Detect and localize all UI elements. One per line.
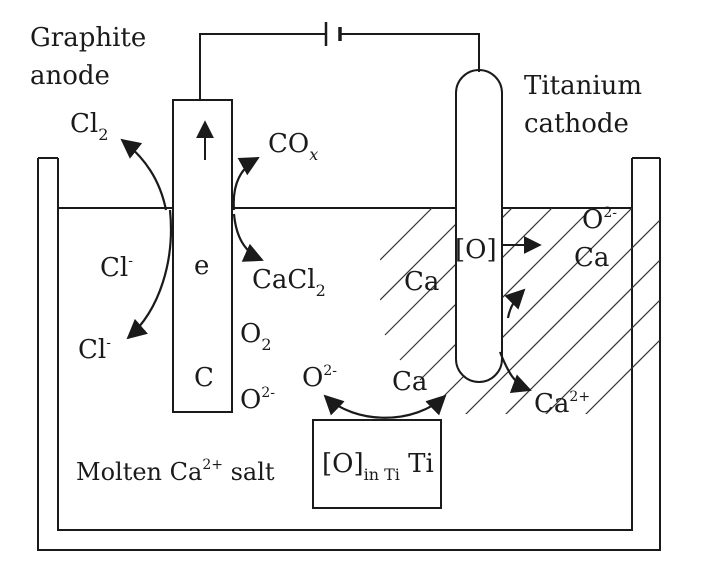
vessel-outer-wall [37,158,661,551]
titanium-cathode [455,69,503,383]
cox-evolution-arrow [232,157,260,211]
cathode-label-line2: cathode [524,109,629,139]
calcium-redissolve-arrow [504,288,526,319]
electron-label: e [194,251,209,281]
oxide-ion-center-label: O2- [302,363,337,393]
chloride-upper-label: Cl- [100,253,133,283]
cl2-label: Cl2 [70,109,108,144]
calcium-right-label: Ca [574,243,609,273]
chloride-lower-label: Cl- [78,335,111,365]
calcium-ion-label: Ca2+ [534,389,590,419]
chloride-transport-arrow [126,209,172,340]
ca2plus-arrow [498,351,532,394]
ore-box-label: [O]in Ti Ti [322,449,434,484]
molten-salt-label: Molten Ca2+ salt [76,457,275,486]
calcium-center-label: Ca [392,367,427,397]
anode-label-line2: anode [30,61,110,91]
cacl2-label: CaCl2 [252,265,326,300]
oxide-ion-anode-label: O2- [240,385,275,415]
cathode-label-line1: Titanium [524,71,642,101]
cl2-evolution-arrow [120,138,168,211]
oxygen-in-cathode-label: [O] [455,235,497,265]
cacl2-formation-arrow [232,213,264,262]
calcium-left-label: Ca [404,267,439,297]
vessel-inner-wall [57,158,633,531]
ore-box [312,419,442,509]
anode-label-line1: Graphite [30,23,146,53]
oxygen-gas-label: O2 [240,319,272,354]
carbon-label: C [194,363,214,393]
oxide-ion-right-label: O2- [582,205,617,235]
graphite-anode [172,99,233,413]
circuit-wire [199,33,480,100]
ore-reaction-arc [323,394,447,419]
cox-label: COx [268,129,318,164]
